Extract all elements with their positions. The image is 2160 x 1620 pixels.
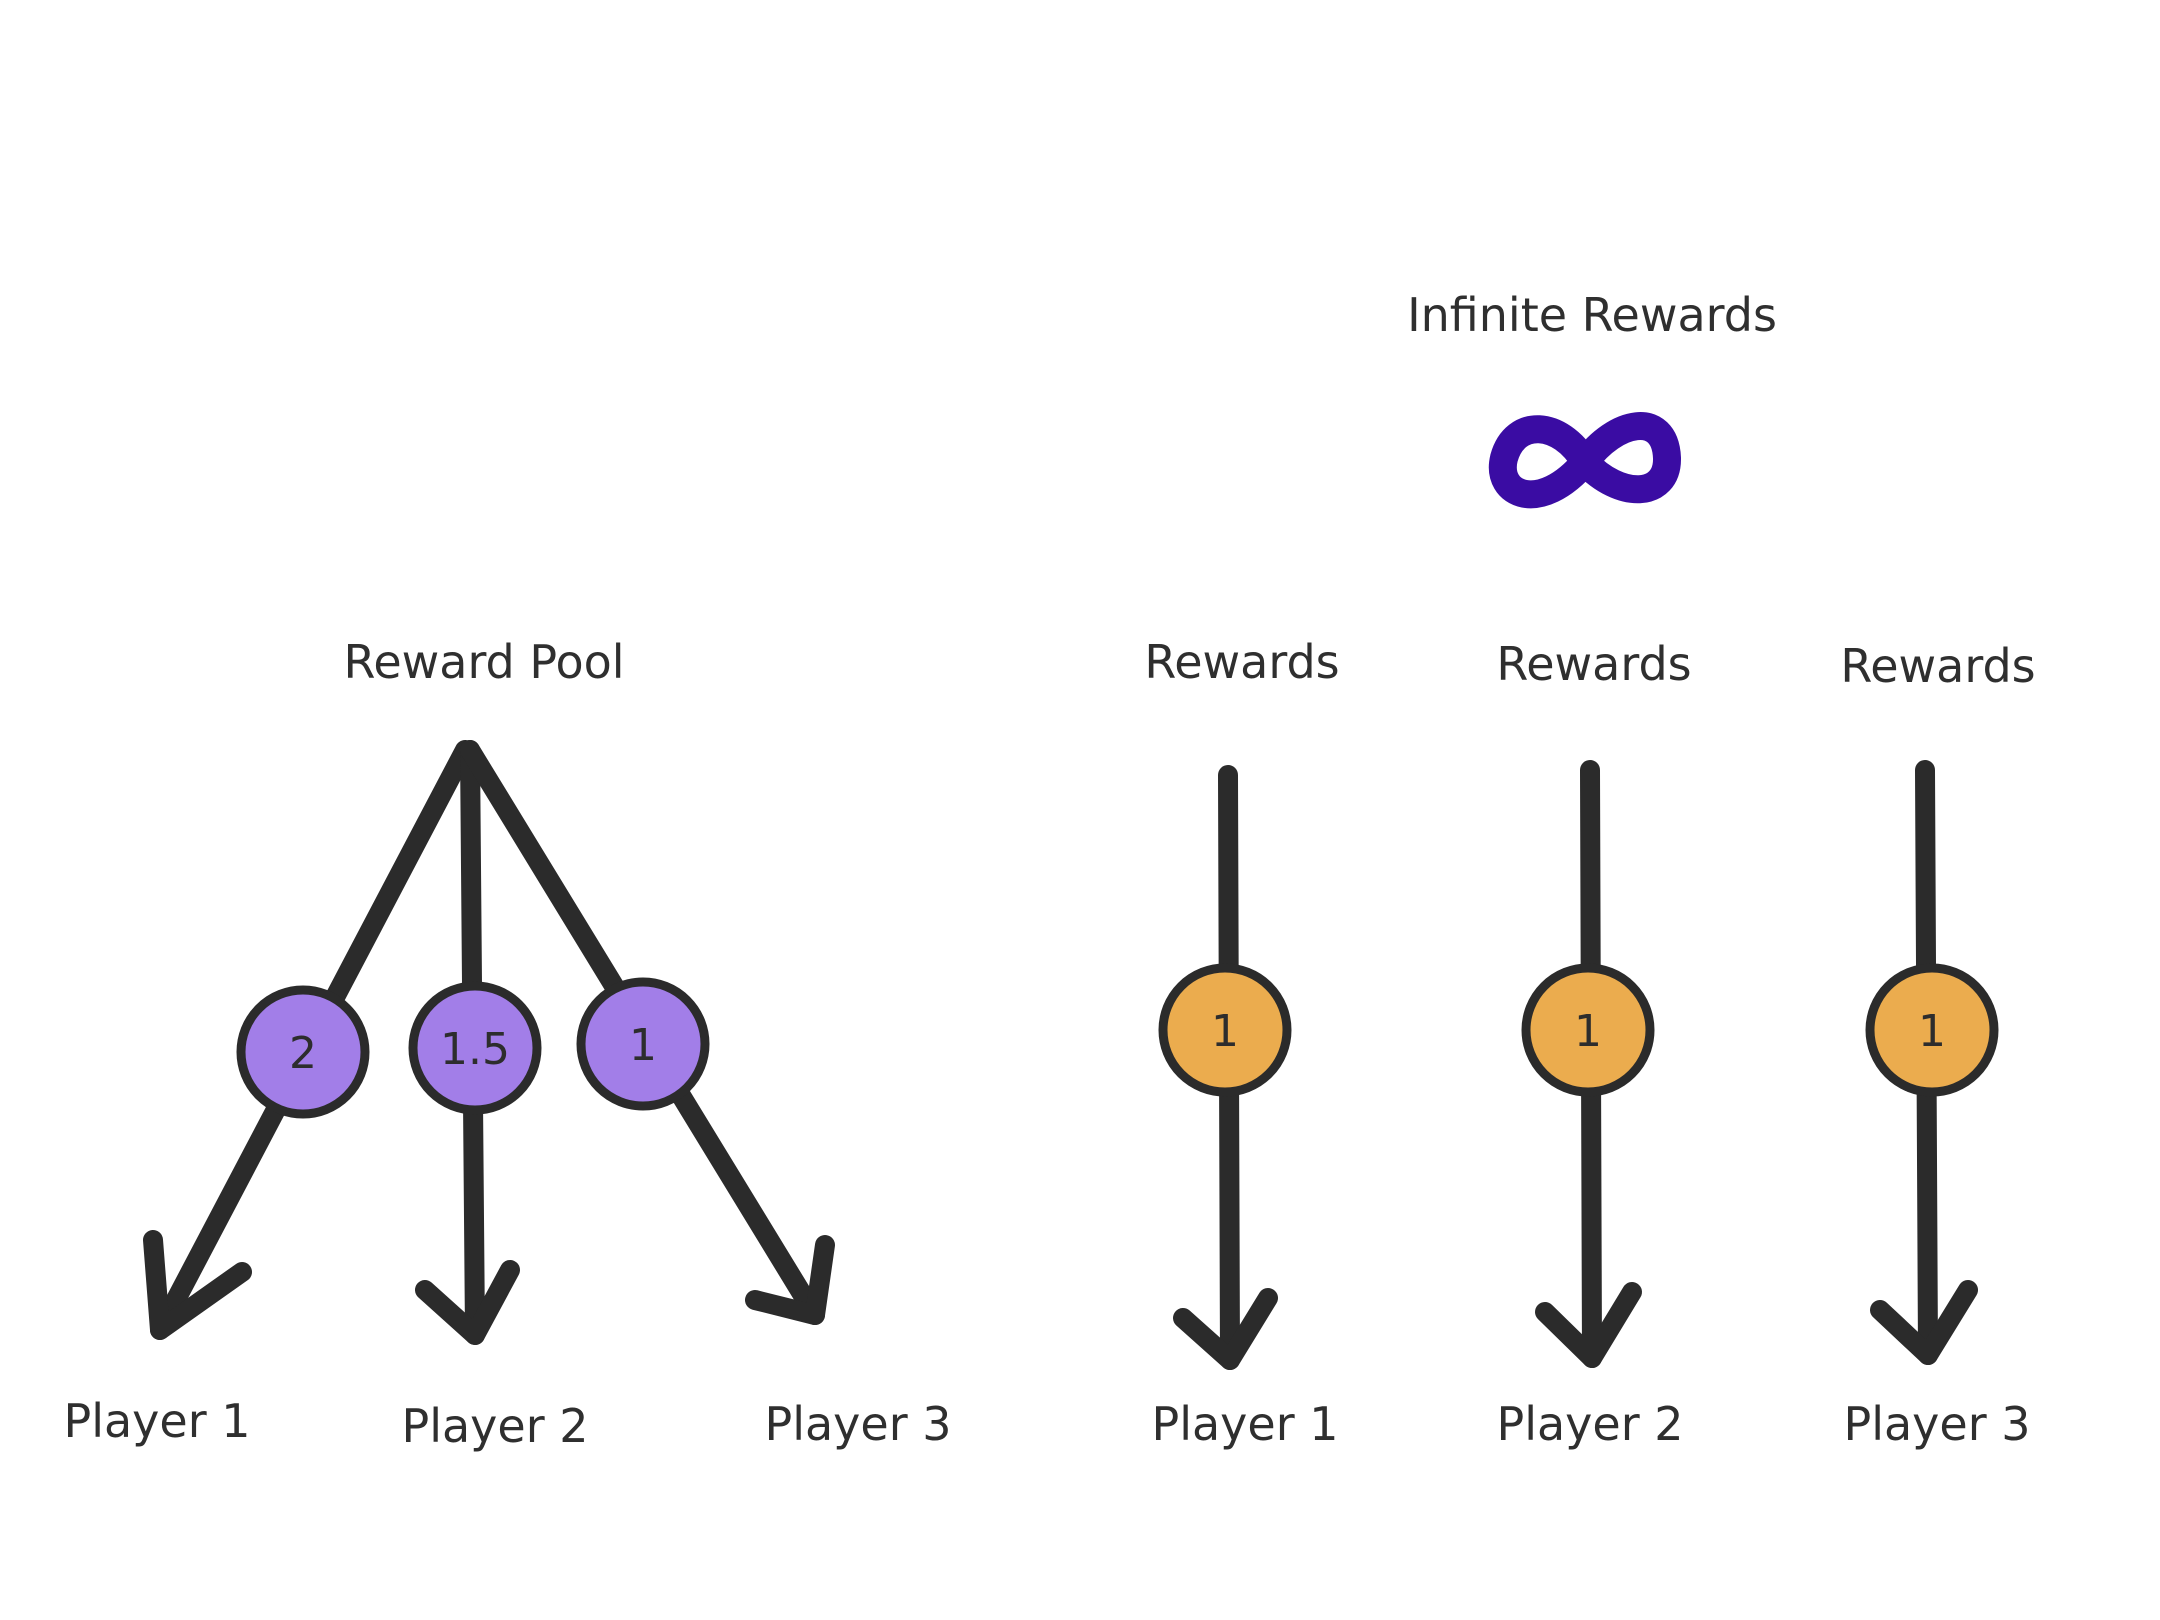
arrowhead-player-3 xyxy=(1870,1280,1978,1365)
node-value-text: 1 xyxy=(1211,1006,1239,1057)
infinite-rewards-title: Infinite Rewards xyxy=(1407,288,1777,342)
node-value-2: 2 xyxy=(236,985,370,1119)
rewards-label: Rewards xyxy=(1144,635,1339,689)
player-1-label: Player 1 xyxy=(63,1394,250,1448)
arrowhead-player-2 xyxy=(415,1260,520,1345)
rewards-label: Rewards xyxy=(1840,639,2035,693)
arrowhead-player-1 xyxy=(143,1230,252,1340)
node-value-text: 2 xyxy=(289,1028,317,1079)
player-2-label: Player 2 xyxy=(401,1399,588,1453)
node-value-1-5: 1.5 xyxy=(408,981,542,1115)
node-value-text: 1.5 xyxy=(440,1024,510,1075)
node-value-1: 1 xyxy=(576,977,710,1111)
arrowhead-player-1 xyxy=(1173,1288,1278,1370)
infinite-rewards-diagram: Infinite Rewards Rewards 1 Player 1 Rewa… xyxy=(1144,288,2035,1451)
rewards-column-2: Rewards 1 Player 2 xyxy=(1496,637,1691,1451)
reward-pool-label: Reward Pool xyxy=(343,635,624,689)
arrowhead-player-3 xyxy=(745,1235,835,1325)
arrowhead-player-2 xyxy=(1535,1282,1642,1368)
infinity-icon xyxy=(1488,412,1681,509)
node-value-text: 1 xyxy=(1574,1006,1602,1057)
player-2-label: Player 2 xyxy=(1496,1397,1683,1451)
player-1-label: Player 1 xyxy=(1151,1397,1338,1451)
player-3-label: Player 3 xyxy=(764,1397,951,1451)
reward-pool-diagram: Reward Pool 2 1.5 1 Player 1 Player 2 Pl… xyxy=(63,635,951,1453)
node-value-text: 1 xyxy=(1918,1006,1946,1057)
rewards-label: Rewards xyxy=(1496,637,1691,691)
player-3-label: Player 3 xyxy=(1843,1397,2030,1451)
rewards-column-1: Rewards 1 Player 1 xyxy=(1144,635,1339,1451)
rewards-column-3: Rewards 1 Player 3 xyxy=(1840,639,2035,1451)
node-value-text: 1 xyxy=(629,1020,657,1071)
